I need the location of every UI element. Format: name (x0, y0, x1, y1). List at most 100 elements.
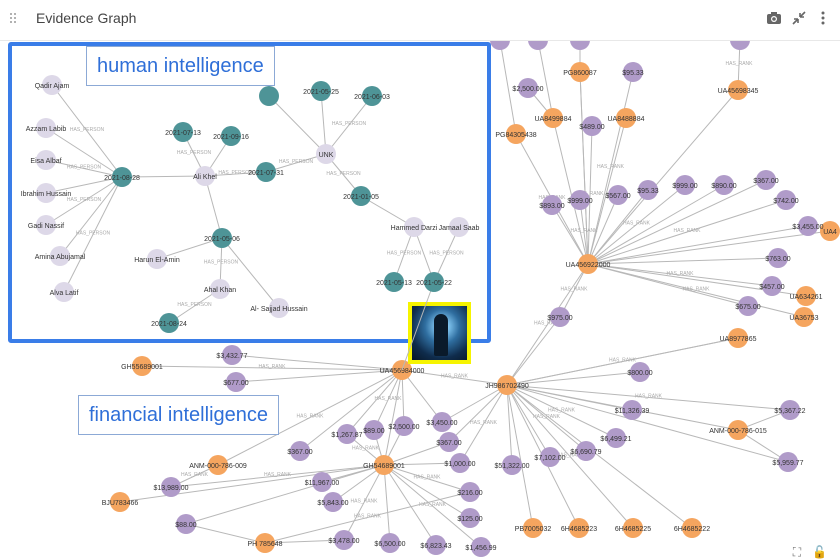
amount-node[interactable]: $95.33 (637, 180, 659, 200)
amount-node[interactable]: $800.00 (627, 362, 653, 382)
drag-handle-icon[interactable] (10, 13, 18, 25)
amount-node[interactable] (490, 40, 510, 50)
account-node[interactable]: BJU783466 (102, 492, 139, 512)
collapse-icon[interactable] (790, 10, 808, 28)
account-node[interactable]: UA456922000 (566, 254, 611, 274)
relation-edge (383, 464, 437, 546)
amount-node[interactable]: $890.00 (711, 175, 737, 195)
amount-node[interactable]: $13,989.00 (153, 477, 189, 497)
amount-label: $11,326.39 (615, 408, 650, 415)
amount-node[interactable]: $3,478.00 (328, 530, 360, 550)
kebab-icon[interactable] (814, 10, 832, 28)
amount-node[interactable]: $11,967.00 (305, 472, 340, 492)
amount-node[interactable] (570, 40, 590, 50)
amount-node[interactable]: $6,499.21 (600, 428, 632, 448)
edge-label: HAS_RANK (419, 502, 447, 508)
account-node[interactable]: PG860087 (563, 62, 597, 82)
amount-node[interactable]: $567.00 (605, 185, 631, 205)
relation-edge (587, 230, 831, 265)
amount-node[interactable]: $1,000.00 (444, 453, 476, 473)
account-node[interactable]: UA8499884 (535, 108, 572, 128)
amount-node[interactable]: $216.00 (457, 482, 483, 502)
amount-node[interactable]: $11,326.39 (615, 400, 650, 420)
relation-edge (587, 125, 593, 265)
camera-icon[interactable] (765, 10, 783, 28)
amount-label: $1,000.00 (444, 461, 475, 468)
amount-node[interactable] (730, 40, 750, 50)
amount-node[interactable]: $367.00 (753, 170, 779, 190)
amount-node[interactable] (528, 40, 548, 50)
amount-node[interactable]: $5,843.00 (317, 492, 349, 512)
amount-node[interactable]: $999.00 (567, 190, 593, 210)
amount-node[interactable]: $457.00 (759, 276, 785, 296)
relation-edge (373, 369, 403, 431)
amount-node[interactable]: $95.33 (622, 62, 644, 82)
amount-node[interactable]: $51,322.00 (494, 455, 530, 475)
account-node[interactable]: UA4 (820, 221, 840, 241)
amount-node[interactable]: $893.00 (539, 195, 565, 215)
amount-node[interactable]: $677.00 (223, 372, 249, 392)
amount-node[interactable]: $5,367.22 (774, 400, 806, 420)
account-node[interactable]: UA36753 (789, 307, 819, 327)
account-node[interactable]: UA8488884 (608, 108, 645, 128)
account-node[interactable]: PH 785648 (247, 533, 283, 553)
amount-node[interactable]: $6,690.79 (570, 441, 602, 461)
relation-edge (587, 199, 787, 265)
amount-label: $489.00 (579, 124, 604, 131)
amount-node[interactable]: $6,823.43 (420, 535, 452, 555)
amount-node[interactable]: $6,500.00 (374, 533, 406, 553)
amount-node[interactable]: $763.00 (765, 248, 791, 268)
account-node[interactable]: UA45698345 (718, 80, 759, 100)
amount-node[interactable]: $5,959.77 (772, 452, 804, 472)
account-node[interactable]: GH55689001 (121, 356, 163, 376)
relation-edge (506, 384, 551, 458)
amount-node[interactable]: $3,450.00 (426, 412, 458, 432)
amount-label: $6,500.00 (374, 541, 405, 548)
subject-avatar[interactable] (408, 302, 471, 364)
amount-node[interactable]: $999.00 (672, 175, 698, 195)
amount-node[interactable]: $89.00 (363, 420, 385, 440)
unlock-icon[interactable]: 🔓 (812, 545, 827, 559)
amount-node[interactable]: $2,500.00 (388, 416, 420, 436)
amount-node[interactable]: $3,455.00 (792, 216, 824, 236)
relation-edge (587, 257, 779, 265)
amount-node[interactable]: $125.00 (457, 508, 483, 528)
account-node[interactable]: 6H4685225 (615, 518, 651, 538)
account-node[interactable]: PB7005032 (515, 518, 552, 538)
amount-label: $675.00 (735, 304, 760, 311)
edge-label: HAS_RANK (354, 514, 382, 520)
relation-edge (587, 184, 725, 265)
edge-label: HAS_RANK (635, 394, 663, 400)
account-node[interactable]: JH986702490 (485, 375, 529, 395)
account-node[interactable]: PG84305438 (495, 124, 537, 144)
relation-edge (506, 316, 561, 386)
amount-label: $457.00 (759, 284, 784, 291)
account-node[interactable]: 6H4685222 (674, 518, 710, 538)
amount-node[interactable]: $1,456.99 (465, 537, 497, 557)
amount-node[interactable]: $7,102.00 (534, 447, 566, 467)
amount-node[interactable]: $2,500.00 (512, 78, 544, 98)
amount-node[interactable]: $367.00 (287, 441, 313, 461)
account-label: UA8499884 (535, 116, 572, 123)
fit-view-icon[interactable]: ⛶ (792, 545, 802, 559)
account-label: PG860087 (563, 70, 597, 77)
amount-label: $13,989.00 (153, 485, 188, 492)
amount-node[interactable]: $367.00 (436, 432, 462, 452)
relation-edge (506, 384, 789, 463)
amount-node[interactable]: $88.00 (175, 514, 197, 534)
account-node[interactable]: ANM-000-786-009 (189, 455, 247, 475)
amount-label: $567.00 (605, 193, 630, 200)
relation-edge (506, 384, 791, 411)
account-node[interactable]: ANM-000-786-015 (709, 420, 767, 440)
account-node[interactable]: UA8977865 (720, 328, 757, 348)
account-node[interactable]: UA634261 (789, 286, 823, 306)
amount-node[interactable]: $975.00 (547, 307, 573, 327)
account-node[interactable]: GH54689001 (363, 455, 405, 475)
evidence-graph-canvas[interactable]: HAS_RANKHAS_RANKHAS_RANKHAS_RANKHAS_RANK… (0, 40, 840, 560)
account-node[interactable]: 6H4685223 (561, 518, 597, 538)
amount-node[interactable]: $1,267.87 (331, 424, 363, 444)
amount-node[interactable]: $742.00 (773, 190, 799, 210)
amount-node[interactable]: $675.00 (735, 296, 761, 316)
amount-node[interactable]: $489.00 (579, 116, 605, 136)
amount-node[interactable]: $3,432.77 (216, 345, 248, 365)
